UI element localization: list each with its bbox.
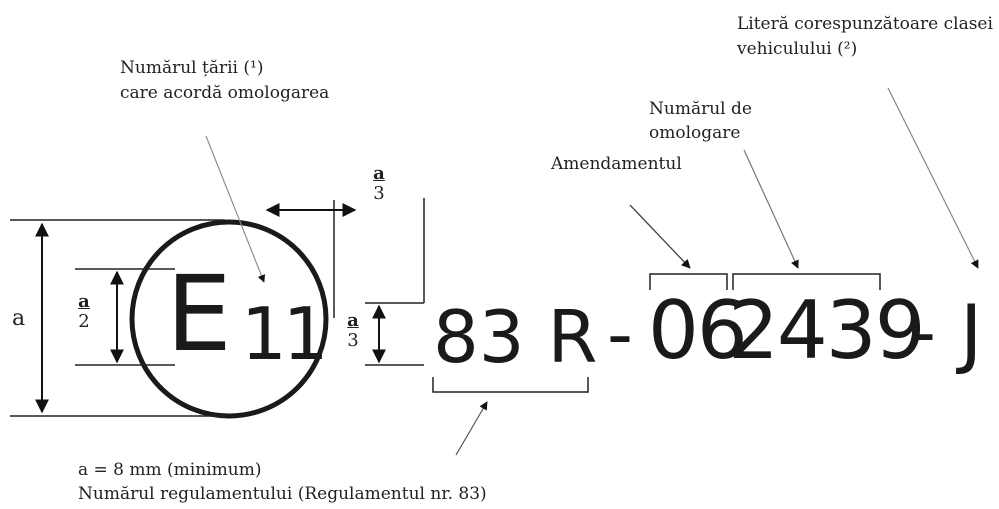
country-code: 11 [241, 292, 329, 376]
approval-label-line2: omologare [649, 123, 741, 143]
approval-digits: 2439 [728, 284, 926, 377]
dimension-third-label: a 3 [342, 311, 364, 351]
approval-arrow [743, 149, 799, 269]
third-denominator: 3 [347, 330, 359, 351]
e-letter: E [166, 253, 232, 375]
class-arrow [887, 87, 979, 269]
dash-1: - [607, 292, 633, 376]
half-numerator: a [78, 291, 90, 312]
regulation-label: Numărul regulamentului (Regulamentul nr.… [78, 484, 487, 504]
amendment-digits: 06 [648, 284, 748, 377]
top-third-numerator: a [373, 163, 385, 184]
e-mark-circle [129, 219, 329, 419]
dash-2: - [910, 290, 936, 374]
top-third-denominator: 3 [373, 183, 385, 204]
amendment-bracket [649, 273, 728, 290]
dimension-note: a = 8 mm (minimum) [78, 460, 262, 480]
third-numerator: a [347, 310, 359, 331]
class-letter: J [960, 288, 983, 377]
approval-bracket [732, 273, 881, 290]
approval-label-line1: Numărul de [649, 99, 752, 119]
half-denominator: 2 [78, 311, 90, 332]
class-label-line2: vehiculului (²) [737, 39, 858, 59]
regulation-number: 83 R [433, 295, 598, 379]
dimension-top-third-label: a 3 [368, 164, 390, 204]
country-label-line2: care acordă omologarea [120, 83, 330, 103]
regulation-arrow [455, 401, 488, 456]
country-label-line1: Numărul țării (¹) [120, 58, 264, 78]
dimension-a-label: a [12, 306, 26, 331]
country-arrow [205, 135, 266, 283]
dimension-half-label: a 2 [73, 292, 95, 332]
amendment-arrow [629, 204, 691, 269]
regulation-bracket [432, 377, 589, 393]
amendment-label: Amendamentul [551, 154, 682, 174]
class-label-line1: Literă corespunzătoare clasei [737, 14, 993, 34]
